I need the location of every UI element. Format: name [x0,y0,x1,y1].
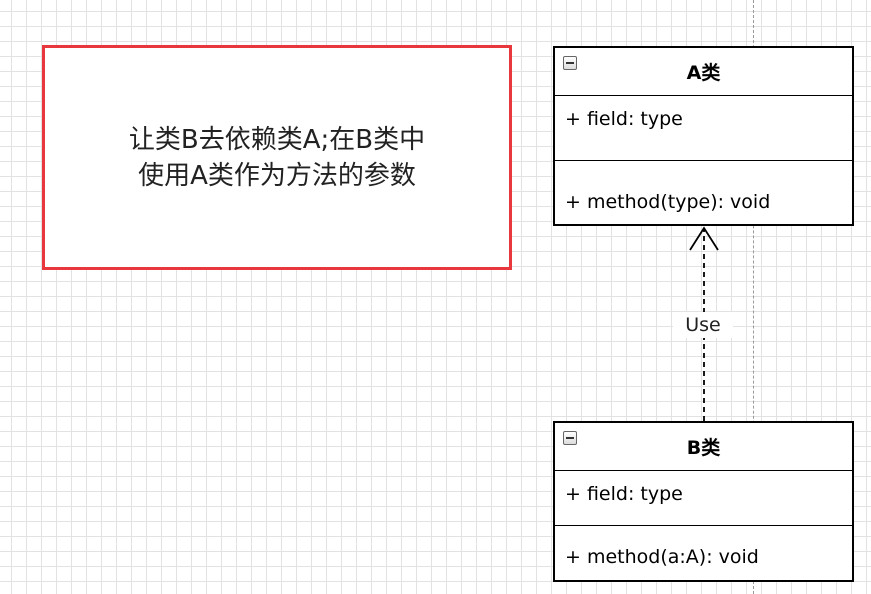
class-b-operation: + method(a:A): void [565,546,759,568]
dependency-open-arrowhead [689,226,719,251]
class-b-attributes[interactable]: + field: type [555,471,852,526]
note-textbox[interactable]: 让类B去依赖类A;在B类中 使用A类作为方法的参数 [42,45,512,270]
uml-class-a[interactable]: A类 + field: type + method(type): void [553,46,854,226]
class-a-name: A类 [686,62,721,84]
uml-class-b[interactable]: B类 + field: type + method(a:A): void [553,421,854,582]
dependency-label[interactable]: Use [673,312,733,338]
note-line-2: 使用A类作为方法的参数 [138,160,416,191]
page-boundary-guide [753,0,754,594]
class-a-header[interactable]: A类 [555,48,852,96]
class-a-attributes[interactable]: + field: type [555,96,852,161]
collapse-icon[interactable] [563,431,577,445]
class-b-name: B类 [686,437,721,459]
class-a-operations[interactable]: + method(type): void [555,161,852,224]
collapse-icon[interactable] [563,56,577,70]
note-line-1: 让类B去依赖类A;在B类中 [128,124,426,155]
class-b-operations[interactable]: + method(a:A): void [555,526,852,580]
class-a-operation: + method(type): void [565,191,771,213]
class-b-attribute: + field: type [565,483,683,505]
class-b-header[interactable]: B类 [555,423,852,471]
class-a-attribute: + field: type [565,108,683,130]
